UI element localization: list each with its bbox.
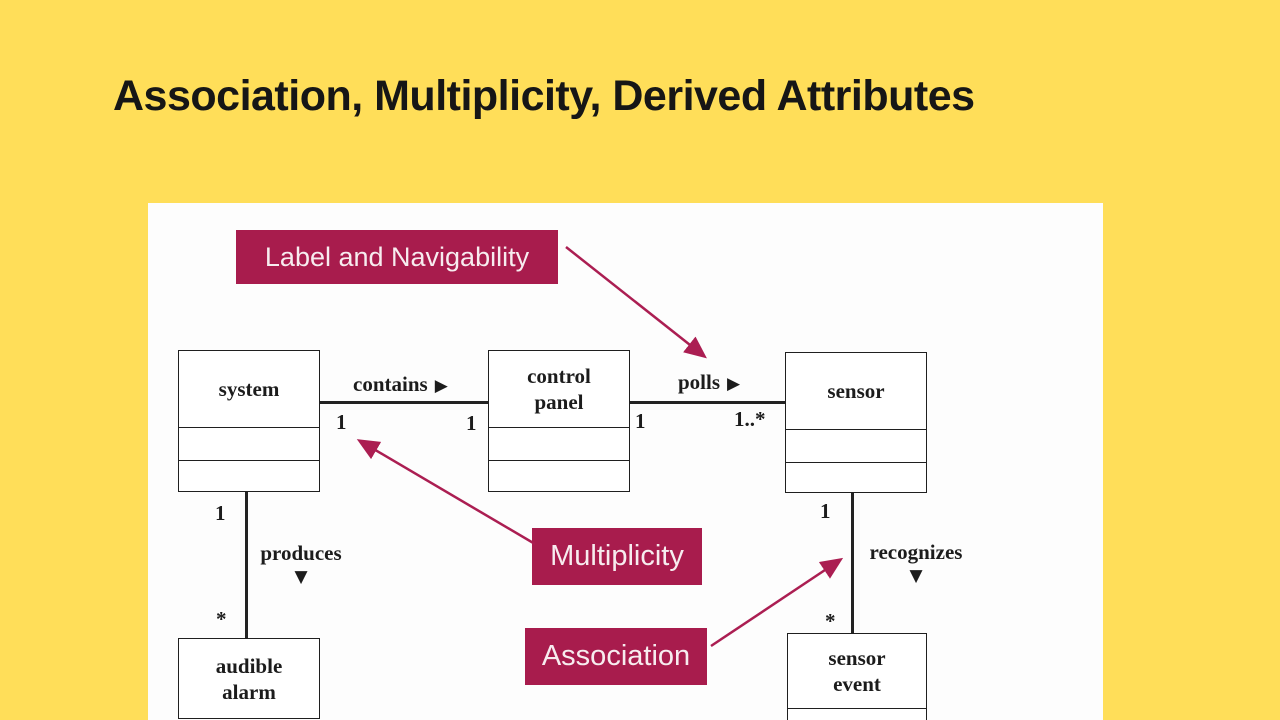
class-box-control-panel: control panel <box>488 350 630 492</box>
class-box-system: system <box>178 350 320 492</box>
multiplicity-produces-top: 1 <box>215 501 226 525</box>
multiplicity-controlpanel-right: 1 <box>635 409 646 433</box>
label-navigability-callout: Label and Navigability <box>236 230 558 284</box>
navigability-right-icon: ▶ <box>727 374 741 394</box>
navigability-down-icon: ▼ <box>294 567 308 587</box>
polls-text: polls <box>678 370 721 394</box>
class-name-sensor-event: sensor event <box>828 646 886 696</box>
association-line-controlpanel-sensor <box>630 401 785 404</box>
class-name-system: system <box>218 377 280 401</box>
attributes-compartment <box>786 429 926 462</box>
page-title: Association, Multiplicity, Derived Attri… <box>113 72 975 120</box>
multiplicity-text: Multiplicity <box>550 540 684 572</box>
multiplicity-system-side: 1 <box>336 410 347 434</box>
multiplicity-recognizes-bottom: * <box>825 609 836 633</box>
multiplicity-sensor-side: 1..* <box>734 407 766 431</box>
diagram-panel: Label and Navigability Multiplicity Asso… <box>148 203 1103 720</box>
produces-text: produces <box>260 541 342 565</box>
association-text: Association <box>541 640 691 672</box>
attributes-compartment <box>489 427 629 460</box>
recognizes-text: recognizes <box>869 540 963 564</box>
class-name-control-panel: control panel <box>527 364 591 414</box>
association-line-sensor-event <box>851 492 854 633</box>
association-line-system-alarm <box>245 492 248 638</box>
navigability-down-icon: ▼ <box>909 566 923 586</box>
multiplicity-produces-bottom: * <box>216 607 227 631</box>
class-name-sensor: sensor <box>827 379 885 403</box>
contains-text: contains <box>353 372 428 396</box>
polls-label: polls ▶ <box>678 370 740 395</box>
class-box-sensor-event: sensor event <box>787 633 927 720</box>
class-box-sensor: sensor <box>785 352 927 493</box>
multiplicity-recognizes-top: 1 <box>820 499 831 523</box>
navigability-right-icon: ▶ <box>434 376 448 396</box>
multiplicity-controlpanel-left: 1 <box>466 411 477 435</box>
class-box-audible-alarm: audible alarm <box>178 638 320 719</box>
association-line-system-controlpanel <box>320 401 488 404</box>
operations-compartment <box>179 460 319 491</box>
produces-label: produces ▼ <box>253 541 349 587</box>
recognizes-label: recognizes ▼ <box>860 540 972 586</box>
class-name-audible-alarm: audible alarm <box>215 653 283 704</box>
association-callout: Association <box>525 628 707 685</box>
operations-compartment <box>489 460 629 491</box>
multiplicity-callout: Multiplicity <box>532 528 702 585</box>
label-navigability-arrow <box>565 246 707 359</box>
operations-compartment <box>786 462 926 492</box>
contains-label: contains ▶ <box>353 372 448 397</box>
label-navigability-text: Label and Navigability <box>264 241 530 272</box>
attributes-compartment <box>179 427 319 460</box>
